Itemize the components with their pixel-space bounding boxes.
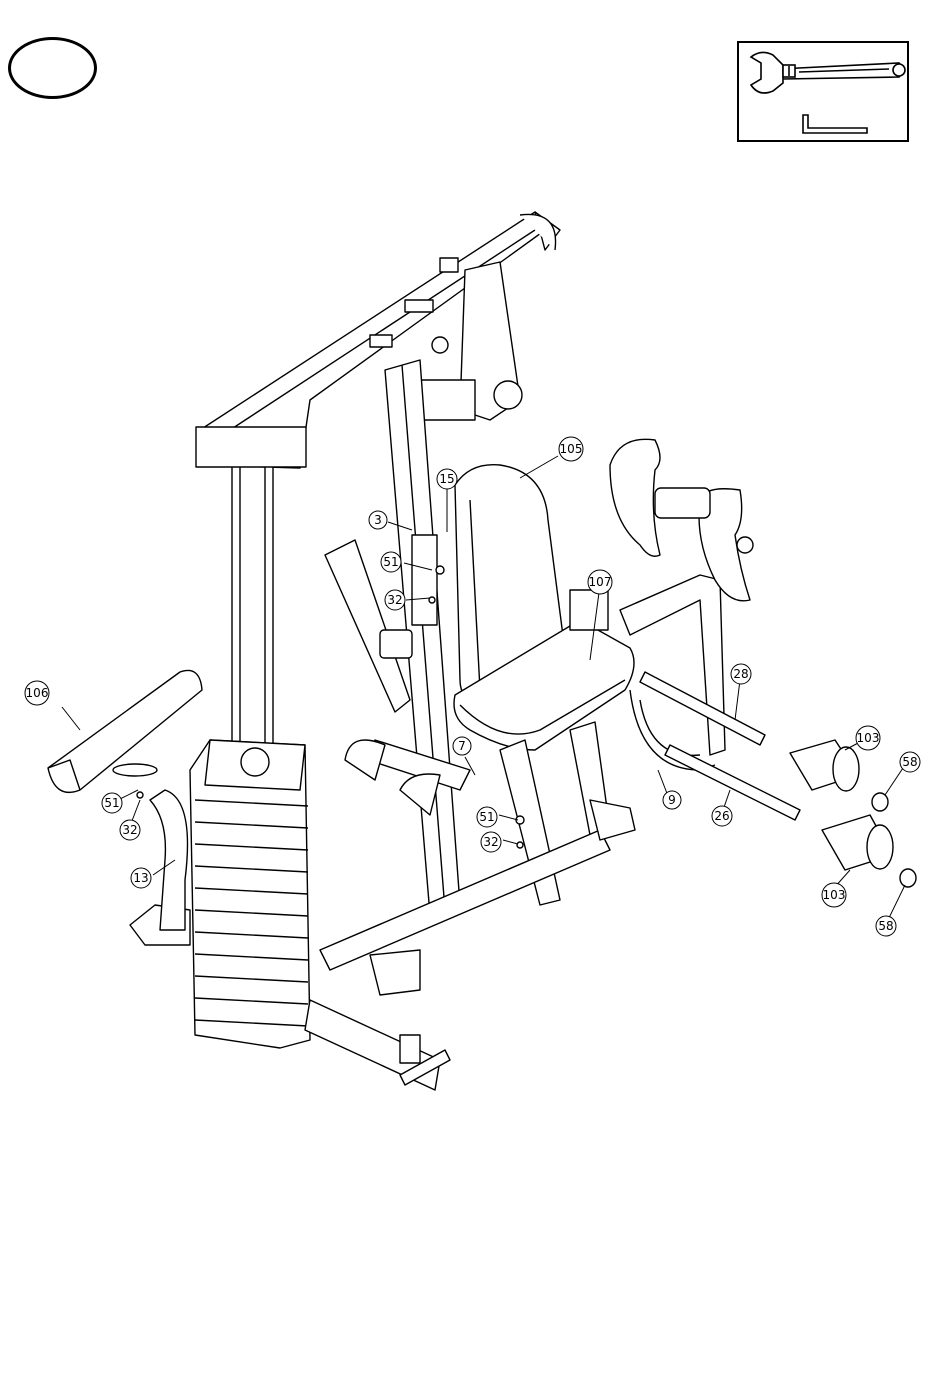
svg-text:3: 3 <box>374 513 382 527</box>
svg-text:58: 58 <box>878 919 893 933</box>
part-label-9: 9 <box>663 791 681 809</box>
leg-extension-frame <box>620 575 725 770</box>
svg-text:32: 32 <box>122 823 137 837</box>
part-label-32: 32 <box>481 832 501 852</box>
foam-roller-103-upper <box>790 740 888 811</box>
svg-text:107: 107 <box>589 575 612 589</box>
svg-text:32: 32 <box>483 835 498 849</box>
svg-text:106: 106 <box>26 686 49 700</box>
part-label-32: 32 <box>385 590 405 610</box>
part-label-58: 58 <box>900 752 920 772</box>
svg-text:28: 28 <box>733 667 748 681</box>
weight-stack <box>190 740 310 1048</box>
part-label-26: 26 <box>712 806 732 826</box>
part-label-15: 15 <box>437 469 457 489</box>
svg-text:13: 13 <box>133 871 148 885</box>
svg-text:58: 58 <box>902 755 917 769</box>
part-label-107: 107 <box>588 570 612 594</box>
svg-text:51: 51 <box>479 810 494 824</box>
svg-text:51: 51 <box>383 555 398 569</box>
svg-text:9: 9 <box>668 793 676 807</box>
part-label-3: 3 <box>369 511 387 529</box>
leg-curl-post <box>113 764 188 930</box>
svg-text:32: 32 <box>387 593 402 607</box>
part-label-103: 103 <box>856 726 880 750</box>
foam-roller-103-lower <box>822 815 916 887</box>
svg-text:103: 103 <box>823 888 846 902</box>
guide-rods <box>196 427 306 745</box>
part-label-7: 7 <box>453 737 471 755</box>
part-label-51: 51 <box>381 552 401 572</box>
svg-text:26: 26 <box>714 809 729 823</box>
part-label-103: 103 <box>822 883 846 907</box>
svg-text:15: 15 <box>439 472 454 486</box>
svg-text:105: 105 <box>560 442 583 456</box>
part-label-32: 32 <box>120 820 140 840</box>
part-label-28: 28 <box>731 664 751 684</box>
svg-text:7: 7 <box>458 739 466 753</box>
part-label-13: 13 <box>131 868 151 888</box>
part-label-51: 51 <box>102 793 122 813</box>
arm-press-handles <box>325 540 470 815</box>
part-label-51: 51 <box>477 807 497 827</box>
part-label-106: 106 <box>25 681 49 705</box>
svg-text:103: 103 <box>857 731 880 745</box>
upper-leg-roller-pads <box>610 439 753 601</box>
part-label-105: 105 <box>559 437 583 461</box>
svg-text:51: 51 <box>104 796 119 810</box>
part-label-58: 58 <box>876 916 896 936</box>
